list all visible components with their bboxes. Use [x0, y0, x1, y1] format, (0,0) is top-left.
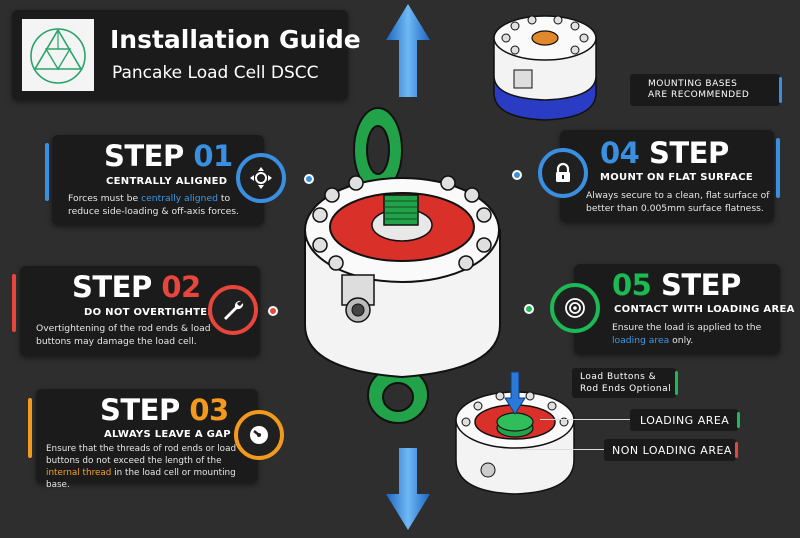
- step-05-panel: 05 STEP CONTACT WITH LOADING AREA Ensure…: [574, 264, 794, 354]
- step-01-accent: [45, 143, 49, 201]
- step-05-highlight: loading area: [612, 334, 670, 346]
- step-01-title: STEP 01: [104, 139, 233, 173]
- step-01-number: 01: [193, 139, 233, 173]
- step-03-subtitle: ALWAYS LEAVE A GAP: [104, 429, 231, 440]
- mounting-bases-callout: MOUNTING BASES ARE RECOMMENDED: [630, 74, 782, 106]
- step-03-text: Ensure that the threads of rod ends or l…: [46, 444, 237, 490]
- step-04-number: 04: [600, 136, 640, 170]
- target-icon: [565, 298, 585, 318]
- load-down-arrow-icon: [504, 371, 526, 415]
- step-02-connector-dot: [268, 306, 278, 316]
- step-03-word: STEP: [100, 393, 180, 427]
- up-arrow-icon: [386, 4, 430, 97]
- load-cell-illustration: [304, 107, 501, 424]
- step-02-title: STEP 02: [72, 270, 201, 304]
- step-05-title: 05 STEP: [612, 268, 741, 302]
- step-05-word: STEP: [660, 268, 741, 302]
- step-03-panel: STEP 03 ALWAYS LEAVE A GAP Ensure that t…: [36, 389, 258, 490]
- bottom-rod-end: [367, 366, 429, 424]
- step-03-icon-ring: [234, 410, 284, 460]
- step-05-icon-ring: [550, 283, 600, 333]
- lock-icon: [556, 162, 570, 182]
- header-panel: Installation Guide Pancake Load Cell DSC…: [12, 10, 361, 100]
- non-loading-area-pointer: [520, 449, 604, 450]
- gauge-icon: [250, 426, 268, 444]
- step-04-title: 04 STEP: [600, 136, 729, 170]
- step-01-panel: STEP 01 CENTRALLY ALIGNED Forces must be…: [52, 135, 264, 225]
- step-03-title: STEP 03: [100, 393, 229, 427]
- step-05-text: Ensure the load is applied to the loadin…: [612, 322, 762, 346]
- step-02-panel: STEP 02 DO NOT OVERTIGHTEN Overtightenin…: [20, 266, 260, 356]
- step-01-connector-dot: [304, 174, 314, 184]
- step-02-word: STEP: [72, 270, 152, 304]
- step-03-number: 03: [189, 393, 229, 427]
- step-05-subtitle: CONTACT WITH LOADING AREA: [614, 304, 795, 315]
- step-01-highlight: centrally aligned: [141, 193, 218, 204]
- page-subtitle: Pancake Load Cell DSCC: [112, 63, 319, 83]
- step-03-accent: [28, 398, 32, 458]
- step-04-word: STEP: [648, 136, 729, 170]
- step-04-panel: 04 STEP MOUNT ON FLAT SURFACE Always sec…: [560, 130, 774, 222]
- step-04-text: Always secure to a clean, flat surface o…: [586, 190, 770, 214]
- step-05-number: 05: [612, 268, 652, 302]
- step-04-accent: [776, 138, 780, 198]
- step-04-icon-ring: [538, 148, 588, 198]
- non-loading-area-callout: NON LOADING AREA: [604, 439, 738, 461]
- step-04-subtitle: MOUNT ON FLAT SURFACE: [600, 172, 753, 183]
- step-02-number: 02: [161, 270, 201, 304]
- mounting-base-illustration: [493, 15, 597, 121]
- step-02-text: Overtightening of the rod ends & load bu…: [36, 323, 211, 347]
- logo-icon: [22, 19, 94, 91]
- wrench-icon: [224, 300, 244, 320]
- step-02-icon-ring: [208, 285, 258, 335]
- step-02-accent: [12, 274, 16, 332]
- step-02-subtitle: DO NOT OVERTIGHTEN: [84, 307, 217, 318]
- crosshair-arrows-icon: [250, 167, 272, 189]
- down-arrow-icon: [386, 448, 430, 530]
- loading-area-pointer: [540, 419, 630, 420]
- step-04-connector-dot: [512, 170, 522, 180]
- page-title: Installation Guide: [110, 25, 361, 54]
- step-01-word: STEP: [104, 139, 184, 173]
- step-01-text: Forces must be centrally aligned to redu…: [68, 193, 239, 217]
- step-01-subtitle: CENTRALLY ALIGNED: [106, 176, 228, 187]
- step-05-connector-dot: [524, 304, 534, 314]
- loading-area-callout: LOADING AREA: [630, 409, 740, 431]
- load-buttons-callout: Load Buttons & Rod Ends Optional: [572, 368, 678, 398]
- loading-area-illustration: [455, 371, 575, 495]
- step-01-icon-ring: [236, 153, 286, 203]
- step-03-highlight: internal thread: [46, 468, 112, 478]
